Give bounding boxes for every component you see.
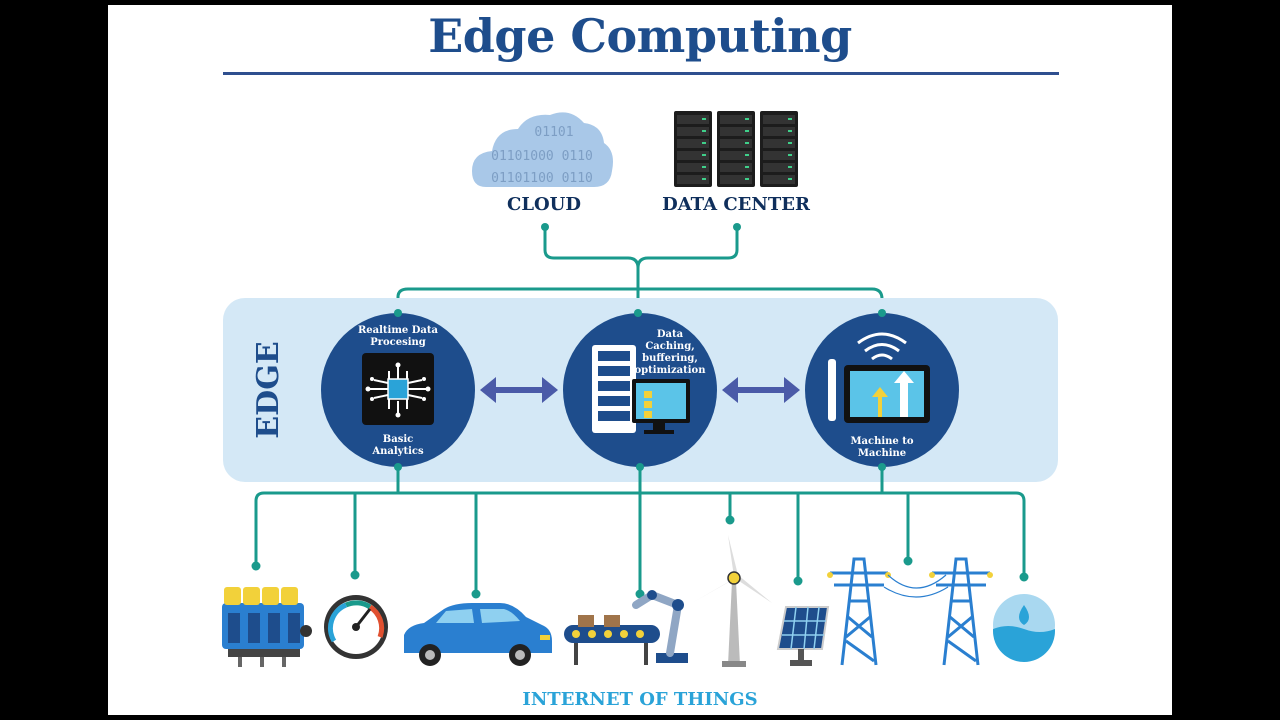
server-slot (720, 127, 752, 136)
bottom-connectors (254, 467, 1026, 593)
node-top-text: optimization (635, 365, 707, 376)
node-bottom-text: Analytics (371, 446, 424, 457)
server-slot (720, 151, 752, 160)
server-led (702, 166, 706, 168)
robot-arm-conveyor-icon (564, 590, 688, 665)
server-slot (763, 175, 795, 184)
connector-dot (733, 223, 741, 231)
server-slot (720, 139, 752, 148)
server-slot (763, 139, 795, 148)
node-top-text: Data (657, 329, 684, 340)
double-arrow-left (480, 377, 558, 403)
power-lines (883, 574, 949, 598)
server-slot (677, 151, 709, 160)
edge-node-processing: Realtime Data Procesing Basic Analytics (321, 313, 475, 467)
server-led (745, 118, 749, 120)
wind-turbine-icon (692, 535, 772, 667)
server-slot (677, 175, 709, 184)
server-slot (720, 163, 752, 172)
server-led (745, 178, 749, 180)
server-led (788, 130, 792, 132)
solar-panel-icon (776, 606, 830, 666)
server-slot (720, 175, 752, 184)
server-led (745, 166, 749, 168)
server-rack-icon (674, 111, 798, 187)
engine-icon (222, 587, 312, 667)
server-led (745, 154, 749, 156)
server-slot (677, 127, 709, 136)
power-pylon-icon (929, 557, 993, 666)
car-icon (404, 603, 552, 666)
connector-dot (541, 223, 549, 231)
iot-label: INTERNET OF THINGS (522, 689, 757, 710)
gauge-icon (324, 595, 388, 659)
cloud-binary-line: 01101 (534, 125, 573, 140)
server-slot (677, 115, 709, 124)
tablet-wireless-icon (828, 359, 930, 423)
title-underline (223, 72, 1059, 75)
page-title: Edge Computing (428, 9, 852, 63)
double-arrow-right (722, 377, 800, 403)
server-led (788, 178, 792, 180)
server-led (702, 118, 706, 120)
edge-label: EDGE (251, 341, 286, 438)
server-led (788, 118, 792, 120)
node-top-text: buffering, (642, 353, 698, 364)
cloud-binary-line: 01101100 0110 (491, 171, 593, 186)
edge-computing-diagram: 01101 01101000 0110 01101100 0110 CLOUD … (222, 111, 1058, 710)
node-top-text: Realtime Data (358, 325, 439, 336)
server-led (788, 166, 792, 168)
server-led (702, 154, 706, 156)
cloud-icon: 01101 01101000 0110 01101100 0110 (472, 112, 613, 187)
water-drop-icon (993, 594, 1055, 662)
edge-node-m2m: Machine to Machine (805, 313, 959, 467)
server-slot (763, 151, 795, 160)
chip-icon (362, 353, 434, 425)
server-led (788, 154, 792, 156)
page: Edge Computing 01101 01101000 0110 01101… (108, 5, 1172, 715)
server-led (788, 142, 792, 144)
server-slot (763, 127, 795, 136)
node-bottom-text: Machine to (850, 436, 913, 447)
server-slot (763, 115, 795, 124)
server-led (702, 130, 706, 132)
wifi-icon (857, 332, 907, 361)
server-slot (677, 139, 709, 148)
power-pylon-icon (827, 557, 891, 666)
server-slot (763, 163, 795, 172)
cloud-label: CLOUD (507, 194, 581, 215)
server-led (745, 142, 749, 144)
iot-connector-dots (251, 515, 1029, 599)
server-slot (720, 115, 752, 124)
edge-node-caching: Data Caching, buffering, optimization (563, 313, 717, 467)
node-bottom-text: Basic (383, 434, 413, 445)
server-led (702, 178, 706, 180)
node-top-text: Procesing (370, 337, 426, 348)
node-top-text: Caching, (645, 341, 694, 352)
server-led (702, 142, 706, 144)
server-slot (677, 163, 709, 172)
server-monitor-icon (592, 345, 690, 434)
cloud-binary-line: 01101000 0110 (491, 149, 593, 164)
server-led (745, 130, 749, 132)
node-bottom-text: Machine (858, 448, 906, 459)
datacenter-label: DATA CENTER (662, 194, 811, 215)
